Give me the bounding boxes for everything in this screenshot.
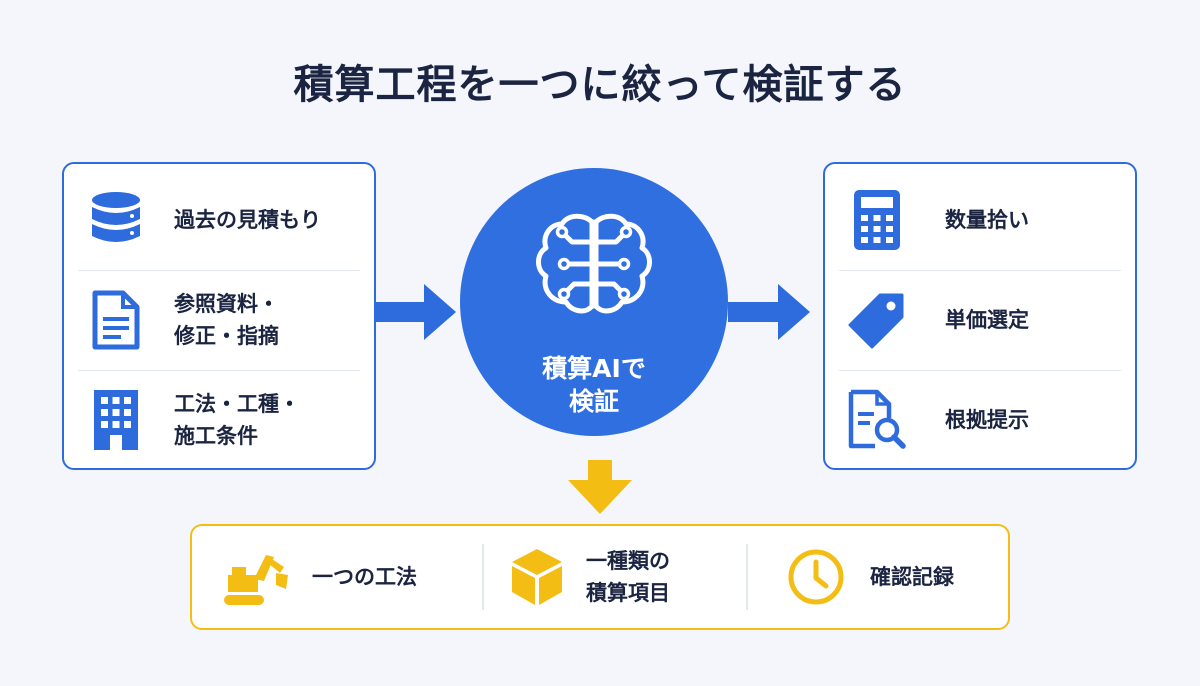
list-item-past-estimates: 過去の見積もり <box>78 170 360 271</box>
list-item-single-estimate-item: 一種類の 積算項目 <box>508 526 728 627</box>
page-title: 積算工程を一つに絞って検証する <box>293 62 907 108</box>
input-sources-panel: 過去の見積もり 参照資料・ 修正・指摘 <box>62 162 376 470</box>
item-label: 一つの工法 <box>312 564 417 589</box>
list-item-evidence: 根拠提示 <box>839 370 1121 470</box>
divider <box>746 544 748 610</box>
item-label: 数量拾い <box>945 208 1029 232</box>
output-tasks-panel: 数量拾い 単価選定 根拠提示 <box>823 162 1137 470</box>
clock-icon <box>788 549 844 604</box>
list-item-construction-methods: 工法・工種・ 施工条件 <box>78 370 360 470</box>
item-label: 確認記録 <box>870 564 954 589</box>
list-item-single-method: 一つの工法 <box>220 526 480 627</box>
item-label: 過去の見積もり <box>174 208 321 232</box>
building-icon <box>78 388 154 452</box>
item-label: 参照資料・ 修正・指摘 <box>174 292 279 348</box>
divider <box>482 544 484 610</box>
item-label: 工法・工種・ 施工条件 <box>174 392 300 448</box>
list-item-quantity-takeoff: 数量拾い <box>839 170 1121 271</box>
item-label: 単価選定 <box>945 308 1029 332</box>
list-item-reference-materials: 参照資料・ 修正・指摘 <box>78 270 360 371</box>
flow-arrow-down-icon <box>568 460 632 514</box>
item-label: 一種類の 積算項目 <box>586 548 670 605</box>
document-icon <box>78 289 154 351</box>
center-label: 積算AIで 検証 <box>542 354 646 416</box>
price-tag-icon <box>839 289 915 351</box>
flow-arrow-right-icon <box>728 284 810 340</box>
calculator-icon <box>839 188 915 252</box>
ai-verification-node: 積算AIで 検証 <box>460 168 728 436</box>
list-item-unit-price-selection: 単価選定 <box>839 270 1121 371</box>
database-icon <box>78 189 154 251</box>
scope-constraints-panel: 一つの工法 一種類の 積算項目 確認記録 <box>190 524 1010 630</box>
flow-arrow-right-icon <box>376 284 456 340</box>
item-label: 根拠提示 <box>945 408 1029 432</box>
box-icon <box>512 548 562 605</box>
brain-circuit-icon <box>536 213 652 314</box>
list-item-check-record: 確認記録 <box>786 526 1006 627</box>
excavator-icon <box>224 554 288 605</box>
document-search-icon <box>839 388 915 452</box>
